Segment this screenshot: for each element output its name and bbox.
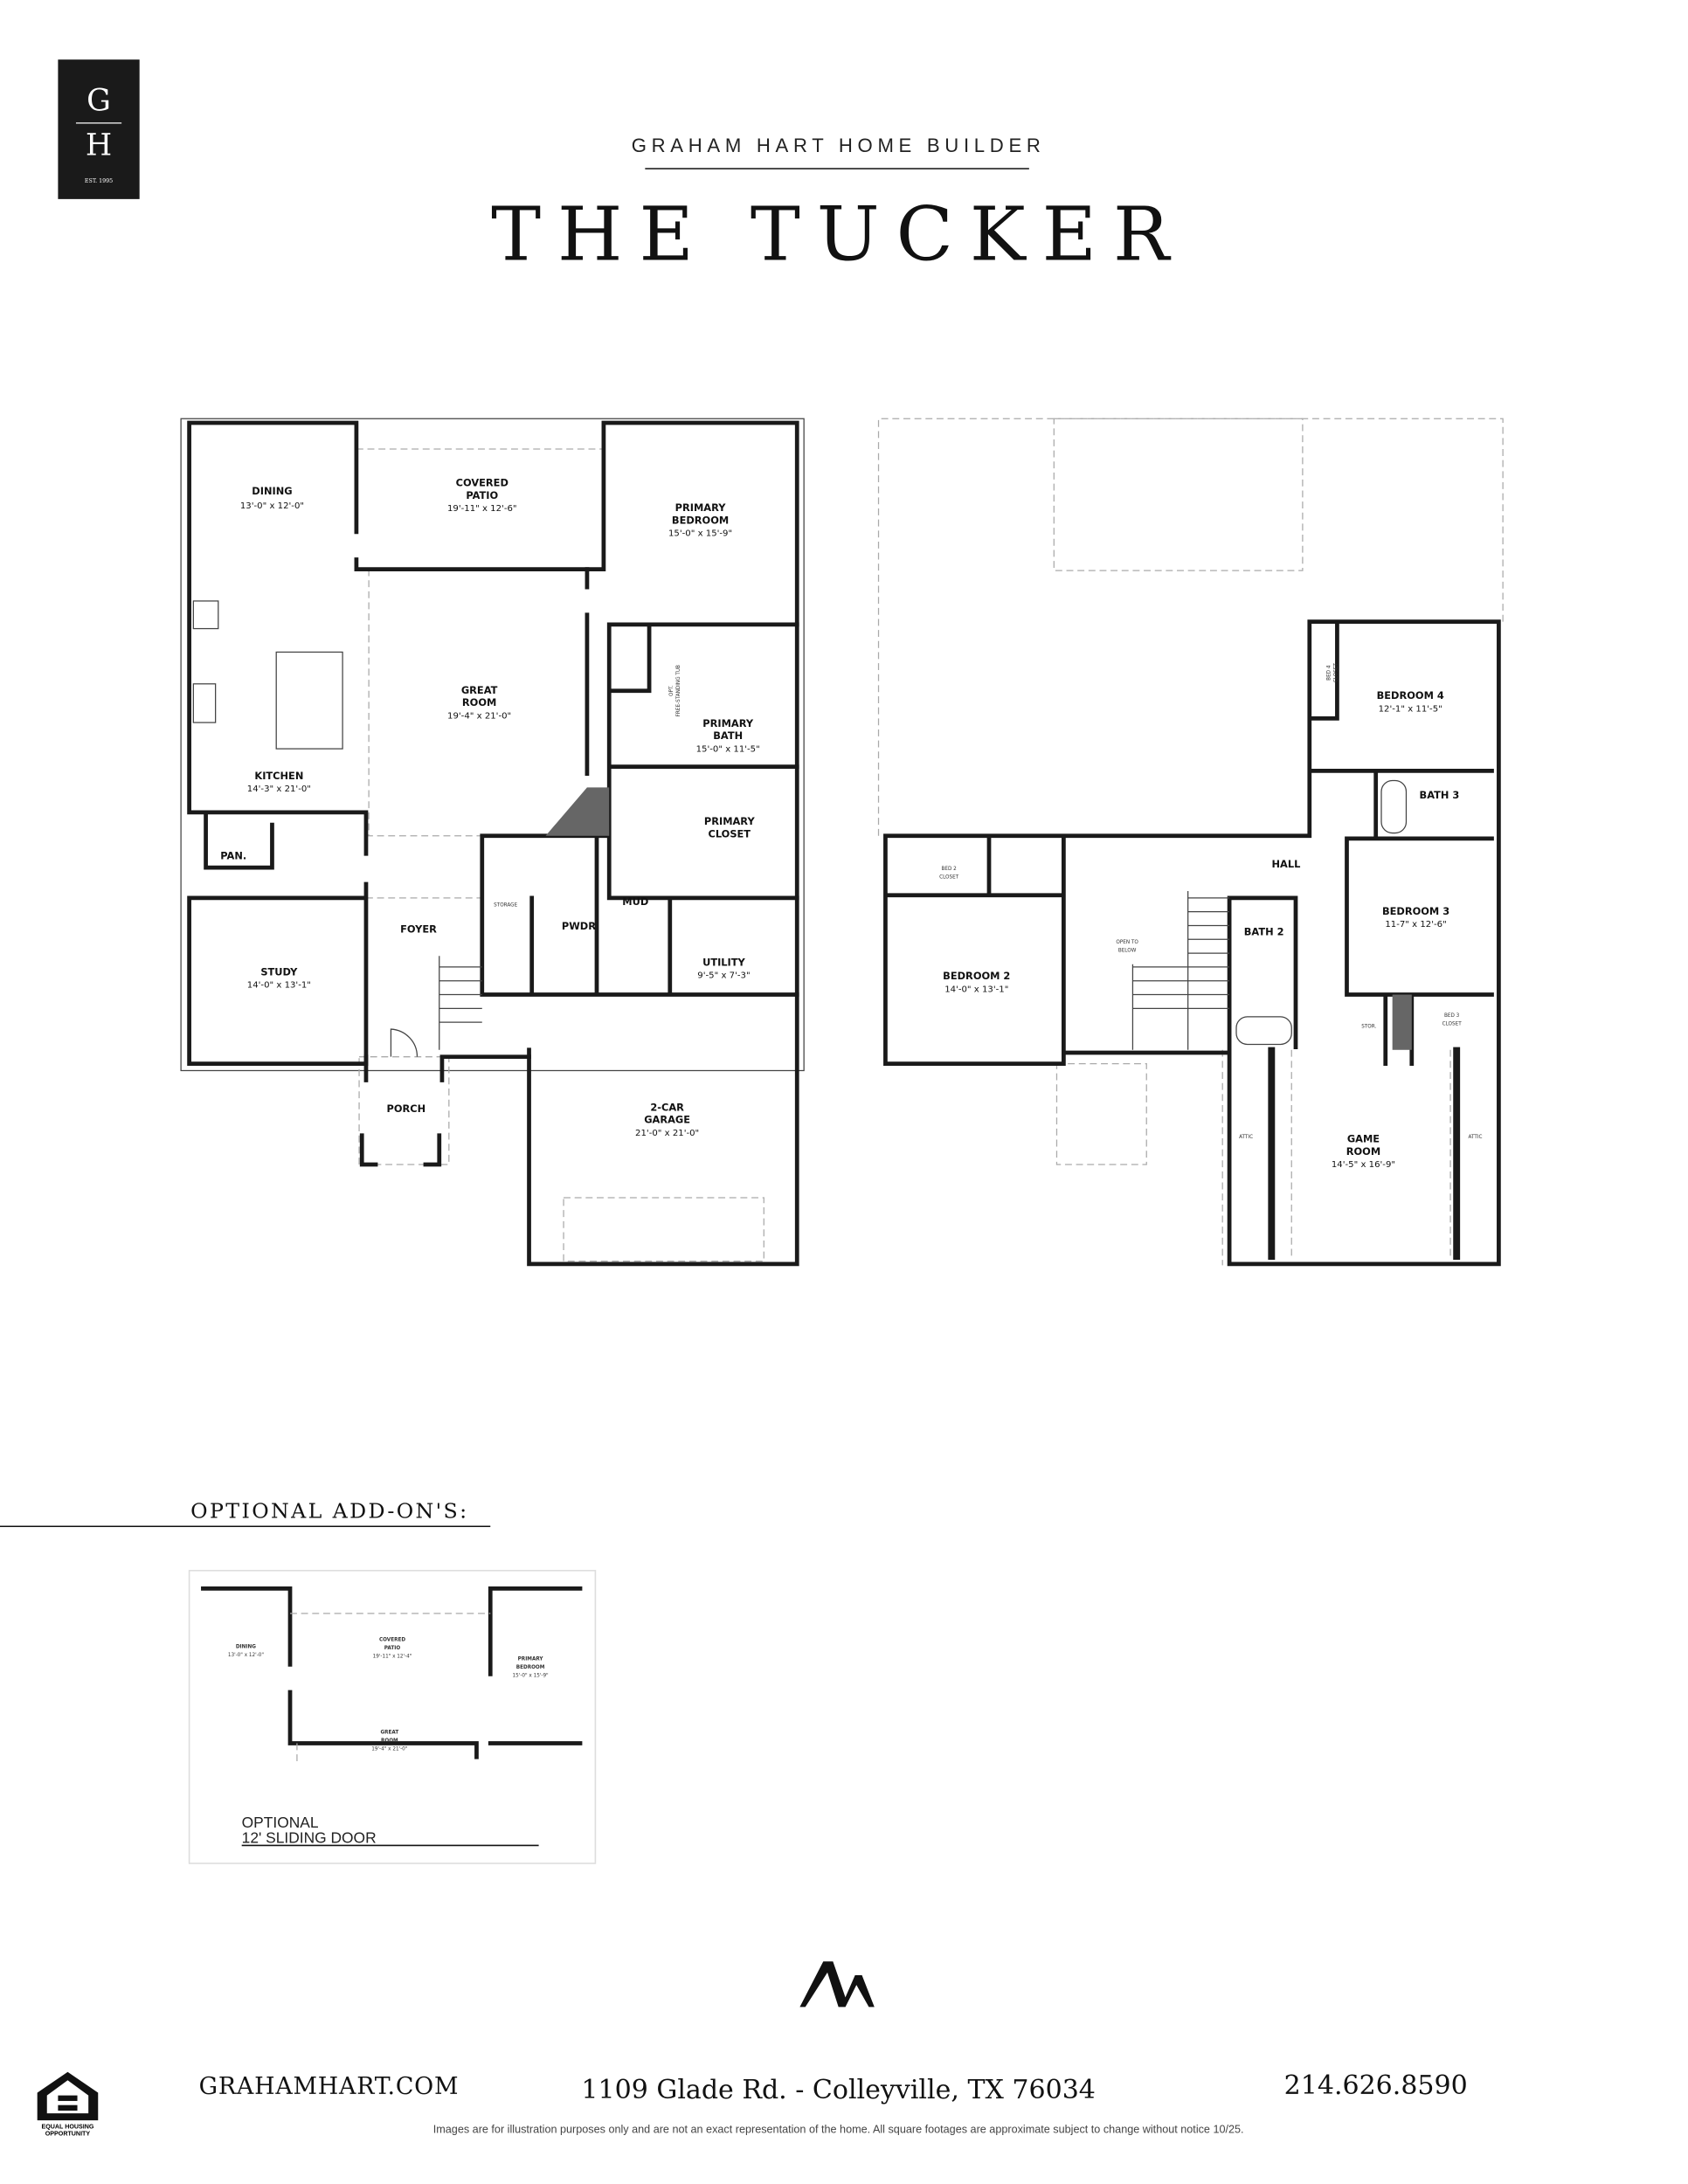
room-attic-left: ATTIC	[1239, 1135, 1253, 1140]
room-utility: UTILITY	[702, 956, 745, 968]
room-primary-bedroom: PRIMARY	[675, 501, 727, 514]
plan-label: GARAGE	[644, 1114, 690, 1126]
plan-label: 14'-5" x 16'-9"	[1332, 1160, 1395, 1170]
plan-label: 15'-0" x 11'-5"	[696, 744, 760, 754]
plan-label: 12' SLIDING DOOR	[242, 1828, 377, 1846]
plan-label: CLOSET	[939, 875, 959, 881]
plan-label: 14'-0" x 13'-1"	[944, 985, 1008, 994]
graham-hart-logo: G H EST. 1995	[58, 59, 140, 199]
plan-label: 19'-11" x 12'-4"	[373, 1654, 412, 1659]
address: 1109 Glade Rd. - Colleyville, TX 76034	[581, 2075, 1095, 2105]
room-foyer: FOYER	[400, 923, 437, 935]
plan-label: 12'-1" x 11'-5"	[1379, 704, 1442, 714]
plan-label: 9'-5" x 7'-3"	[697, 971, 750, 981]
plan-label: BELOW	[1118, 949, 1137, 954]
plan-label: BED 4	[1327, 665, 1332, 681]
room-bedroom-4: BEDROOM 4	[1377, 689, 1444, 702]
room-primary-bath: PRIMARY	[702, 717, 754, 729]
disclaimer: Images are for illustration purposes onl…	[433, 2123, 1244, 2135]
room-garage: 2-CAR	[650, 1101, 684, 1113]
room-bath-3: BATH 3	[1420, 789, 1460, 801]
plan-label: ROOM	[1346, 1145, 1380, 1158]
plan-label: PATIO	[466, 489, 498, 501]
room-pantry: PAN.	[220, 850, 246, 862]
room-covered-patio: COVERED	[456, 477, 508, 489]
room-great-room: GREAT	[461, 684, 498, 696]
plan-label: ROOM	[462, 696, 496, 708]
room-bed2-closet: BED 2	[942, 867, 958, 872]
plan-label: CLOSET	[1442, 1021, 1463, 1026]
plan-label: COVERED	[379, 1637, 405, 1642]
room-attic-right: ATTIC	[1469, 1135, 1483, 1140]
plan-label: OPPORTUNITY	[45, 2130, 91, 2137]
room-storage-2: STOR.	[1361, 1024, 1376, 1029]
room-bedroom-2: BEDROOM 2	[943, 970, 1010, 982]
plan-label: BATH	[713, 729, 743, 742]
plan-label: H	[86, 128, 112, 162]
room-dining: DINING	[252, 485, 292, 497]
plan-label: ROOM	[381, 1738, 398, 1744]
room-bedroom-3: BEDROOM 3	[1382, 905, 1449, 917]
plan-label: PRIMARY	[518, 1657, 544, 1662]
plan-label: BEDROOM	[672, 514, 729, 526]
plan-label: CLOSET	[708, 827, 751, 840]
plan-label: 21'-0" x 21'-0"	[635, 1129, 699, 1138]
room-study: STUDY	[260, 965, 298, 978]
optional-heading: OPTIONAL ADD-ON'S:	[190, 1499, 468, 1524]
plan-label: GREAT	[380, 1730, 398, 1735]
room-hall: HALL	[1272, 858, 1301, 870]
first-floor-plan: DINING 13'-0" x 12'-0" COVERED PATIO 19'…	[180, 418, 805, 1267]
plan-label: PATIO	[384, 1646, 401, 1651]
plan-label: FREE-STANDING TUB	[676, 665, 681, 716]
plan-label: 14'-0" x 13'-1"	[247, 981, 311, 991]
plan-label: 13'-0" x 12'-0"	[240, 501, 304, 511]
plan-label: BEDROOM	[516, 1665, 545, 1670]
room-powder: PWDR	[562, 920, 596, 932]
plan-title: THE TUCKER	[491, 191, 1186, 278]
website-link[interactable]: GRAHAMHART.COM	[199, 2073, 460, 2100]
room-primary-closet: PRIMARY	[704, 815, 756, 827]
room-mud: MUD	[622, 895, 648, 908]
plan-label: G	[86, 84, 111, 119]
optional-sliding-door-plan: DINING 13'-0" x 12'-0" COVERED PATIO 19'…	[188, 1570, 597, 1864]
plan-label: 19'-4" x 21'-0"	[371, 1746, 408, 1752]
plan-label: CLOSET	[1333, 663, 1339, 683]
plan-label: 15'-0" x 15'-9"	[513, 1674, 550, 1679]
plan-label: DINING	[236, 1644, 256, 1649]
plan-label: EQUAL HOUSING	[42, 2124, 94, 2131]
room-bed3-closet: BED 3	[1444, 1013, 1460, 1019]
plan-label: OPTIONAL	[242, 1814, 319, 1831]
plan-label: 11-7" x 12'-6"	[1385, 920, 1446, 930]
mountain-logo	[799, 1961, 875, 2008]
room-game-room: GAME	[1347, 1133, 1380, 1145]
room-bath-2: BATH 2	[1244, 926, 1284, 938]
plan-label: EST. 1995	[85, 178, 113, 184]
room-storage: STORAGE	[494, 902, 517, 908]
plan-label: 13'-0" x 12'-0"	[228, 1653, 265, 1658]
plan-label: OPT.	[669, 685, 675, 696]
second-floor-plan: BEDROOM 4 12'-1" x 11'-5" BED 4 CLOSET B…	[877, 418, 1504, 1267]
equal-housing-icon: EQUAL HOUSING OPPORTUNITY	[37, 2071, 99, 2137]
phone[interactable]: 214.626.8590	[1284, 2070, 1468, 2101]
room-porch: PORCH	[386, 1102, 425, 1115]
plan-label: 14'-3" x 21'-0"	[247, 784, 311, 794]
open-to-below: OPEN TO	[1116, 940, 1138, 945]
plan-label: 19'-11" x 12'-6"	[447, 504, 517, 514]
plan-label: 19'-4" x 21'-0"	[447, 711, 511, 721]
room-kitchen: KITCHEN	[254, 770, 303, 782]
plan-label: 15'-0" x 15'-9"	[668, 529, 732, 539]
builder-name: GRAHAM HART HOME BUILDER	[632, 135, 1046, 156]
